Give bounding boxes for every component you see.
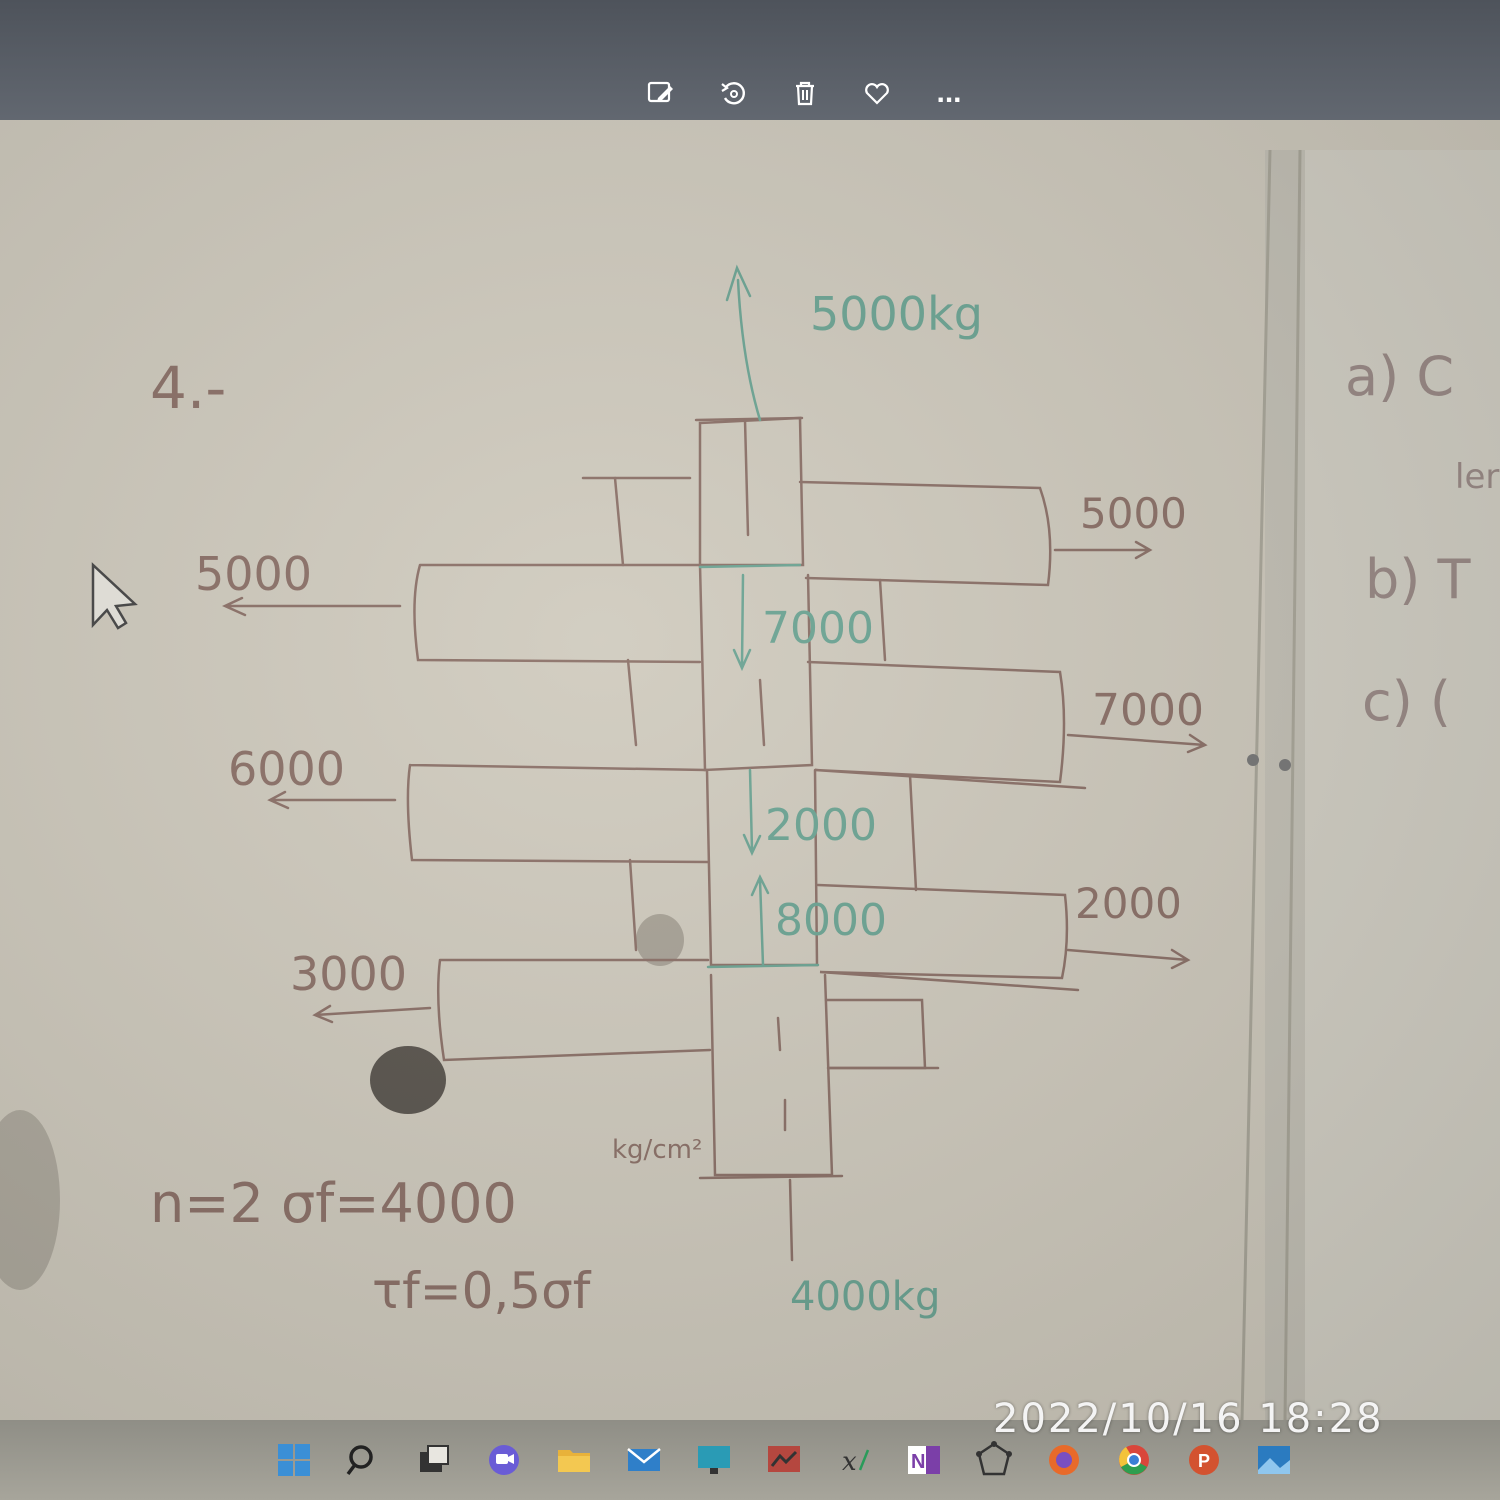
network-app-button[interactable] bbox=[970, 1436, 1018, 1484]
rotate-icon bbox=[721, 82, 745, 105]
chat-icon bbox=[489, 1445, 519, 1475]
file-explorer-icon bbox=[558, 1450, 590, 1472]
photos-button[interactable] bbox=[1250, 1436, 1298, 1484]
bottom-load-label: 4000kg bbox=[790, 1274, 940, 1320]
mail-button[interactable] bbox=[620, 1436, 668, 1484]
start-icon bbox=[278, 1444, 310, 1476]
math-app-icon: x bbox=[842, 1447, 870, 1477]
right-force-2: 7000 bbox=[1092, 685, 1204, 736]
delete-button[interactable] bbox=[784, 72, 826, 114]
firefox-button[interactable] bbox=[1040, 1436, 1088, 1484]
more-options-icon: ... bbox=[936, 76, 962, 109]
chrome-button[interactable] bbox=[1110, 1436, 1158, 1484]
photos-icon bbox=[1258, 1446, 1290, 1474]
file-explorer-button[interactable] bbox=[550, 1436, 598, 1484]
internal-force-3: 8000 bbox=[775, 895, 887, 946]
svg-text:x: x bbox=[842, 1447, 857, 1477]
task-view-button[interactable] bbox=[410, 1436, 458, 1484]
photo-app-button[interactable] bbox=[760, 1436, 808, 1484]
left-force-3: 3000 bbox=[290, 947, 407, 1001]
side-fragment: ler bbox=[1455, 457, 1499, 497]
viewer-toolbar: ... bbox=[640, 72, 970, 114]
top-load-label: 5000kg bbox=[810, 287, 983, 341]
right-force-3: 2000 bbox=[1075, 879, 1182, 928]
search-button[interactable] bbox=[340, 1436, 388, 1484]
task-view-icon bbox=[420, 1445, 449, 1472]
problem-number: 4.- bbox=[150, 354, 226, 422]
side-item-c: c) ( bbox=[1362, 670, 1451, 733]
equation-2: τf=0,5σf bbox=[372, 1262, 592, 1320]
powerpoint-button[interactable]: P bbox=[1180, 1436, 1228, 1484]
chat-button[interactable] bbox=[480, 1436, 528, 1484]
mouse-cursor-icon bbox=[91, 562, 138, 630]
network-app-icon bbox=[976, 1441, 1012, 1476]
equation-1-unit: kg/cm² bbox=[612, 1135, 702, 1165]
chrome-icon bbox=[1119, 1445, 1149, 1475]
powerpoint-icon: P bbox=[1189, 1445, 1219, 1475]
right-force-1: 5000 bbox=[1080, 489, 1187, 538]
remote-desktop-icon bbox=[698, 1446, 730, 1474]
whiteboard-sketch: 4.- 5000kg 5000 6000 3000 5000 7000 2000… bbox=[0, 149, 1500, 1420]
favorite-heart-icon bbox=[865, 83, 889, 105]
firefox-icon bbox=[1049, 1445, 1079, 1475]
search-icon bbox=[346, 1445, 373, 1476]
photo-app-icon bbox=[768, 1446, 800, 1472]
left-force-2: 6000 bbox=[228, 742, 345, 796]
side-item-a: a) C bbox=[1345, 345, 1454, 408]
internal-force-1: 7000 bbox=[762, 603, 874, 654]
remote-desktop-button[interactable] bbox=[690, 1436, 738, 1484]
svg-text:P: P bbox=[1198, 1451, 1210, 1471]
delete-icon bbox=[796, 81, 814, 106]
favorite-button[interactable] bbox=[856, 72, 898, 114]
taskbar-icons: x N P bbox=[270, 1436, 1298, 1484]
math-app-button[interactable]: x bbox=[830, 1436, 878, 1484]
start-button[interactable] bbox=[270, 1436, 318, 1484]
rotate-button[interactable] bbox=[712, 72, 754, 114]
more-options-button[interactable]: ... bbox=[928, 72, 970, 114]
mail-icon bbox=[627, 1448, 661, 1471]
edit-image-icon bbox=[647, 81, 673, 103]
edit-image-button[interactable] bbox=[640, 72, 682, 114]
taskbar bbox=[0, 1420, 1500, 1500]
photo-timestamp: 2022/10/16 18:28 bbox=[993, 1396, 1384, 1442]
photo-view: 4.- 5000kg 5000 6000 3000 5000 7000 2000… bbox=[0, 120, 1500, 1420]
side-item-b: b) T bbox=[1365, 548, 1472, 611]
svg-text:N: N bbox=[911, 1451, 925, 1473]
onenote-icon: N bbox=[908, 1446, 940, 1474]
onenote-button[interactable]: N bbox=[900, 1436, 948, 1484]
equation-1: n=2 σf=4000 bbox=[150, 1172, 517, 1235]
left-force-1: 5000 bbox=[195, 547, 312, 601]
internal-force-2: 2000 bbox=[765, 800, 877, 851]
